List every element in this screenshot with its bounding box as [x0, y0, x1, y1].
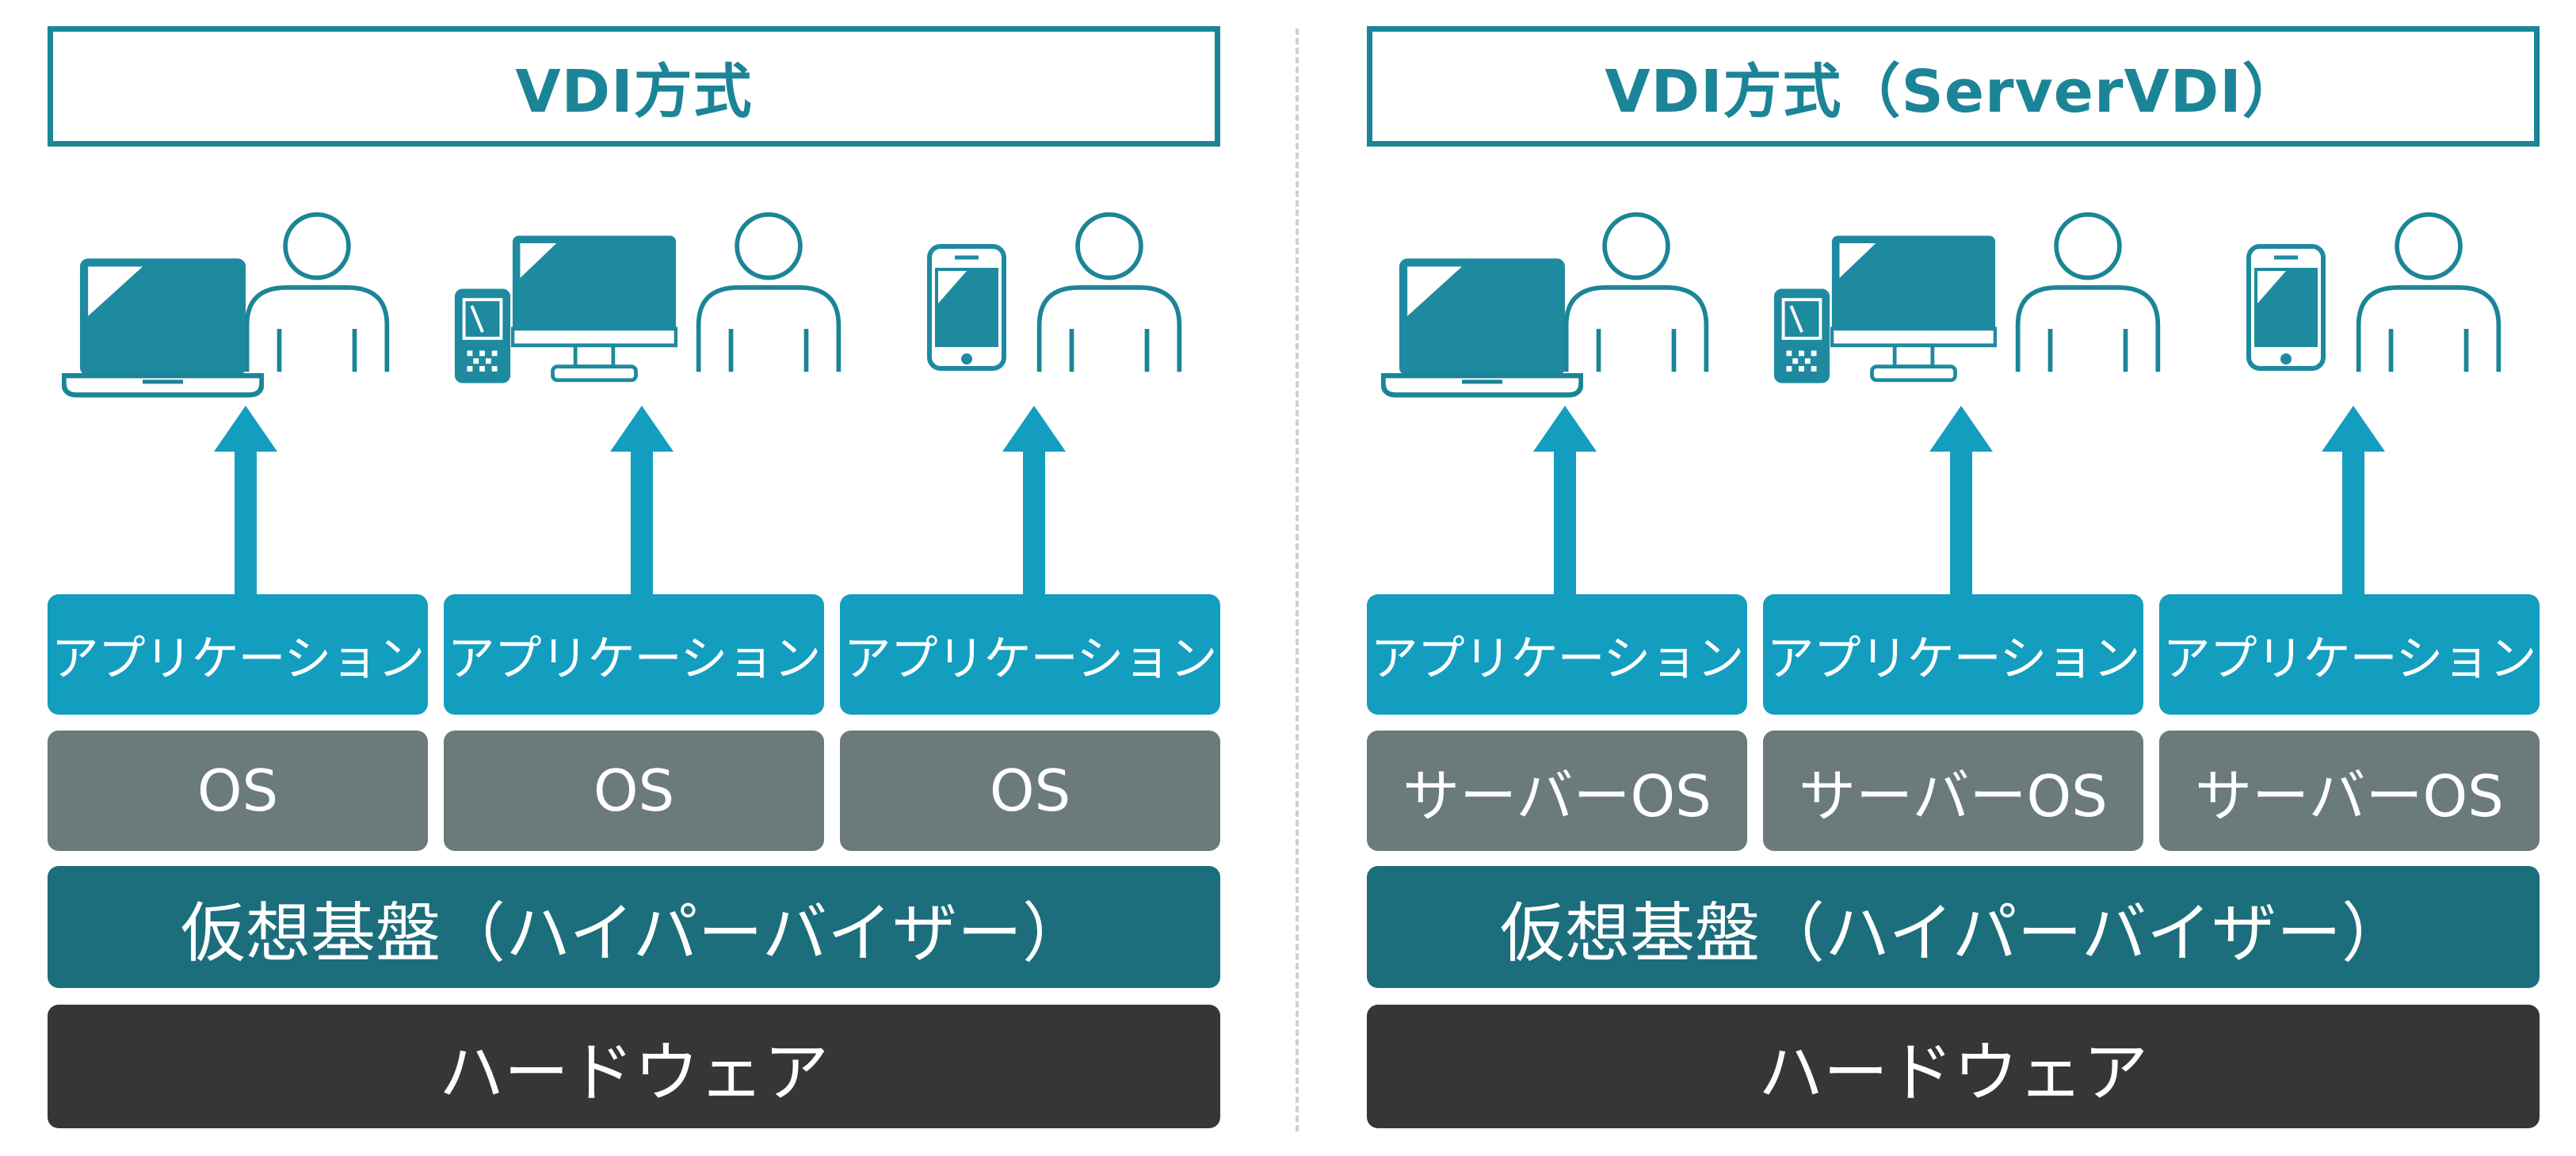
- laptop-icon: [1381, 252, 1583, 406]
- smartphone-icon: [927, 244, 1006, 371]
- endpoint-icons: [48, 202, 1220, 408]
- panel-divider: [1296, 29, 1299, 1131]
- user-icon: [693, 210, 844, 376]
- delivery-arrow: [610, 406, 674, 596]
- user-icon: [1561, 210, 1712, 376]
- application-layer: アプリケーション: [1367, 594, 1747, 715]
- application-layer: アプリケーション: [1763, 594, 2143, 715]
- server-os-layer: サーバーOS: [2159, 731, 2540, 851]
- application-layer: アプリケーション: [444, 594, 824, 715]
- application-layer: アプリケーション: [48, 594, 428, 715]
- os-layer: OS: [444, 731, 824, 851]
- laptop-icon: [62, 252, 264, 406]
- smartphone-icon: [2246, 244, 2326, 371]
- hypervisor-layer: 仮想基盤（ハイパーバイザー）: [1367, 866, 2540, 988]
- endpoint-icons: [1367, 202, 2540, 408]
- tablet-icon: [1771, 285, 1833, 387]
- user-icon: [242, 210, 392, 376]
- user-icon: [2353, 210, 2504, 376]
- panel-title: VDI方式（ServerVDI）: [1605, 57, 2302, 126]
- delivery-arrow: [2322, 406, 2385, 596]
- user-icon: [1034, 210, 1185, 376]
- panel-title: VDI方式: [515, 57, 753, 126]
- right-panel: VDI方式（ServerVDI） アプリケーション アプリケーション アプリケー…: [1367, 0, 2540, 1156]
- hardware-layer: ハードウェア: [48, 1005, 1220, 1128]
- delivery-arrow: [214, 406, 277, 596]
- tablet-icon: [452, 285, 513, 387]
- application-layer: アプリケーション: [840, 594, 1220, 715]
- os-layer: OS: [48, 731, 428, 851]
- delivery-arrow: [1533, 406, 1597, 596]
- desktop-monitor-icon: [1830, 234, 1997, 386]
- delivery-arrow: [1929, 406, 1993, 596]
- user-icon: [2013, 210, 2163, 376]
- hardware-layer: ハードウェア: [1367, 1005, 2540, 1128]
- hypervisor-layer: 仮想基盤（ハイパーバイザー）: [48, 866, 1220, 988]
- left-panel: VDI方式 アプリケーション アプリケーション アプリケーション OS OS O…: [48, 0, 1220, 1156]
- os-layer: OS: [840, 731, 1220, 851]
- title-box: VDI方式（ServerVDI）: [1367, 26, 2540, 147]
- server-os-layer: サーバーOS: [1367, 731, 1747, 851]
- application-layer: アプリケーション: [2159, 594, 2540, 715]
- title-box: VDI方式: [48, 26, 1220, 147]
- delivery-arrow: [1002, 406, 1066, 596]
- server-os-layer: サーバーOS: [1763, 731, 2143, 851]
- desktop-monitor-icon: [511, 234, 677, 386]
